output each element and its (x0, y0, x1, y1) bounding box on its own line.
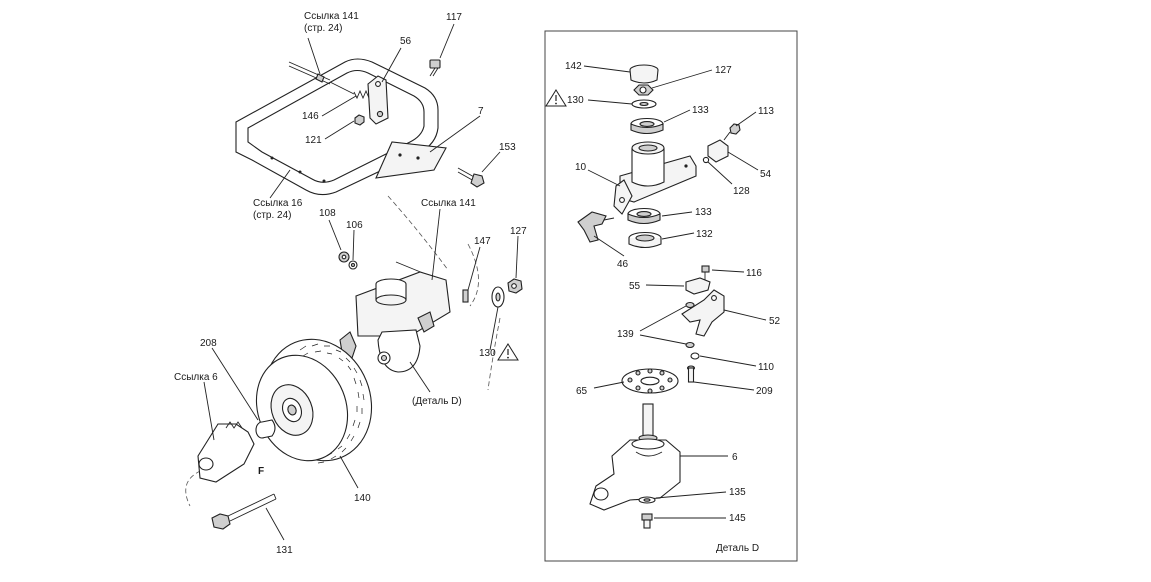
label-130-left: 130 (479, 348, 496, 359)
label-65: 65 (576, 386, 588, 397)
label-121: 121 (305, 135, 322, 146)
label-56: 56 (400, 36, 412, 47)
bolt-117 (429, 59, 441, 77)
label-detail-d-title: Деталь D (716, 543, 759, 554)
label-108: 108 (319, 208, 336, 219)
label-208: 208 (200, 338, 217, 349)
bolt-131 (211, 493, 277, 530)
knob-46 (577, 211, 615, 243)
plate-56 (367, 75, 389, 125)
label-131: 131 (276, 545, 293, 556)
label-135: 135 (729, 487, 746, 498)
label-116: 116 (746, 268, 762, 279)
label-142: 142 (565, 61, 582, 72)
bracket-7 (375, 141, 447, 179)
label-110: 110 (758, 362, 774, 373)
block-54 (707, 139, 729, 163)
label-106: 106 (346, 220, 363, 231)
lever-52 (681, 289, 725, 337)
pin-209 (686, 365, 696, 383)
bolt-116 (701, 265, 710, 280)
cable-141-top (288, 61, 385, 100)
warning-triangle-icon (497, 343, 519, 361)
label-55: 55 (629, 281, 641, 292)
bearing-133-mid (627, 207, 661, 225)
left-assembly: Ссылка 141 (стр. 24) 117 56 146 121 7 15… (174, 11, 527, 556)
screw-113 (723, 123, 741, 141)
label-117: 117 (446, 12, 462, 23)
warning-triangle-icon (545, 89, 567, 107)
label-ref6: Ссылка 6 (174, 372, 218, 383)
index-plate-65 (621, 368, 679, 394)
label-54: 54 (760, 169, 772, 180)
label-ref141-top-page: (стр. 24) (304, 23, 342, 34)
label-139: 139 (617, 329, 634, 340)
wheel-140 (255, 338, 373, 464)
bolt-145 (641, 513, 653, 529)
label-127-right: 127 (715, 65, 732, 76)
label-6: 6 (732, 452, 738, 463)
detail-d-frame (544, 30, 798, 562)
cap-142 (629, 64, 659, 84)
fork-arm-ref6 (197, 423, 255, 483)
label-52: 52 (769, 316, 781, 327)
label-133-mid: 133 (695, 207, 712, 218)
clip-55 (685, 277, 711, 295)
fork-6 (589, 403, 681, 511)
bearing-133-top (630, 117, 664, 135)
race-132 (628, 231, 662, 249)
label-153: 153 (499, 142, 516, 153)
washer-110 (690, 352, 700, 360)
pin-147 (462, 289, 469, 303)
bolt-153 (457, 167, 485, 188)
label-147: 147 (474, 236, 491, 247)
handle-frame (235, 58, 439, 196)
housing-10 (613, 141, 697, 215)
washer-139-a (685, 301, 695, 309)
label-ref141-top: Ссылка 141 (304, 11, 359, 22)
label-209: 209 (756, 386, 773, 397)
label-130-right: 130 (567, 95, 584, 106)
caster-housing (339, 271, 451, 373)
label-7: 7 (478, 106, 484, 117)
detail-d-panel: 142 127 130 133 113 10 54 128 133 132 46… (544, 30, 798, 562)
label-detail-d-ref: (Деталь D) (412, 396, 462, 407)
label-145: 145 (729, 513, 746, 524)
label-ref141-mid: Ссылка 141 (421, 198, 476, 209)
label-132: 132 (696, 229, 713, 240)
label-f: F (258, 466, 264, 477)
leader-lines-right (583, 65, 767, 519)
label-128: 128 (733, 186, 750, 197)
label-146: 146 (302, 111, 319, 122)
label-133-top: 133 (692, 105, 709, 116)
label-127-left: 127 (510, 226, 527, 237)
label-10: 10 (575, 162, 587, 173)
nut-121 (354, 114, 365, 126)
label-46: 46 (617, 259, 629, 270)
label-ref16: Ссылка 16 (253, 198, 303, 209)
washer-128 (702, 156, 710, 164)
washer-139-b (685, 341, 695, 349)
leader-lines-left (203, 23, 519, 541)
label-113: 113 (758, 106, 774, 117)
label-ref16-page: (стр. 24) (253, 210, 291, 221)
label-140: 140 (354, 493, 371, 504)
